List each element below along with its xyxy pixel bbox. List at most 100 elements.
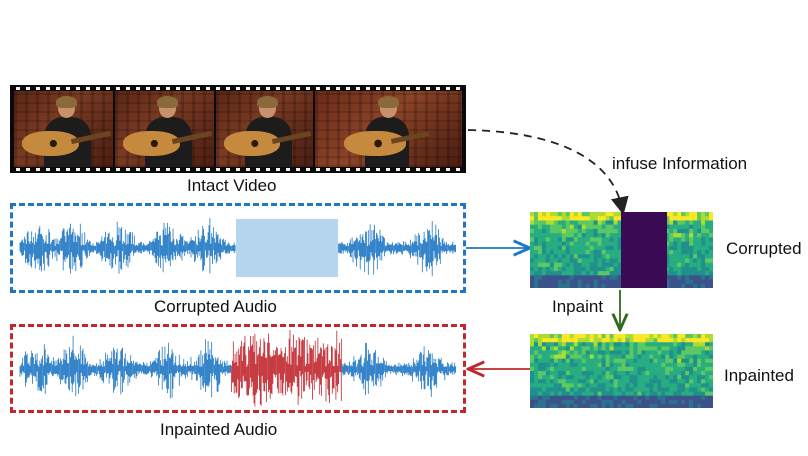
masked-audio-region: [236, 219, 338, 277]
film-perforation: [356, 168, 360, 171]
film-perforation: [396, 168, 400, 171]
film-perforation: [126, 168, 130, 171]
film-perforation: [316, 87, 320, 90]
film-perforation: [176, 168, 180, 171]
film-perforation: [166, 87, 170, 90]
film-perforation: [336, 168, 340, 171]
film-perforation: [236, 168, 240, 171]
spectrogram-masked-region: [621, 212, 667, 288]
inpainted-waveform-red: [231, 330, 342, 407]
film-perforation: [206, 87, 210, 90]
film-perforation: [306, 87, 310, 90]
film-perforation: [16, 168, 20, 171]
film-perforation: [396, 87, 400, 90]
film-perforation: [96, 87, 100, 90]
video-frame: [216, 91, 313, 167]
film-perforation: [306, 168, 310, 171]
film-perforation: [406, 87, 410, 90]
film-perforation: [66, 87, 70, 90]
film-perforation: [236, 87, 240, 90]
film-perforation: [146, 168, 150, 171]
video-frame: [14, 91, 113, 167]
film-perforation: [26, 87, 30, 90]
film-perforation: [416, 168, 420, 171]
film-perforation: [376, 168, 380, 171]
film-perforation: [46, 168, 50, 171]
film-perforation: [286, 168, 290, 171]
inpainted-spectrogram-label: Inpainted: [724, 366, 794, 385]
film-perforation: [246, 168, 250, 171]
film-perforation: [386, 168, 390, 171]
film-perforation: [56, 87, 60, 90]
film-perforation: [36, 168, 40, 171]
film-perforation: [446, 168, 450, 171]
film-perforation: [266, 168, 270, 171]
film-perforation: [356, 87, 360, 90]
film-perforation: [266, 87, 270, 90]
film-perforation: [86, 87, 90, 90]
corrupted-spectrogram: [530, 212, 713, 288]
film-perforation: [296, 168, 300, 171]
film-perforation: [26, 168, 30, 171]
film-perforation: [336, 87, 340, 90]
film-perforation: [196, 168, 200, 171]
dashed-infuse-arrow: [467, 129, 629, 216]
film-perforation: [186, 168, 190, 171]
film-perforation: [296, 87, 300, 90]
film-perforation: [406, 168, 410, 171]
film-perforation: [46, 87, 50, 90]
video-frame: [115, 91, 214, 167]
infuse-information-label: infuse Information: [612, 154, 748, 173]
film-perforation: [216, 87, 220, 90]
film-perforation: [116, 168, 120, 171]
corrupted-audio-caption: Corrupted Audio: [154, 297, 277, 316]
film-perforation: [206, 168, 210, 171]
film-perforation: [386, 87, 390, 90]
film-perforation: [316, 168, 320, 171]
film-perforation: [286, 87, 290, 90]
film-perforation: [136, 87, 140, 90]
film-perforation: [276, 87, 280, 90]
inpainted-spectrogram: [530, 334, 713, 408]
film-perforation: [436, 168, 440, 171]
film-perforation: [106, 168, 110, 171]
film-perforation: [446, 87, 450, 90]
film-perforation: [456, 87, 460, 90]
film-perforation: [56, 168, 60, 171]
video-frame: [315, 91, 462, 167]
film-perforation: [16, 87, 20, 90]
film-perforation: [366, 168, 370, 171]
corrupted-audio-waveform: [19, 218, 456, 277]
film-perforation: [256, 87, 260, 90]
film-perforation: [376, 87, 380, 90]
inpainted-audio-waveform: [19, 330, 456, 407]
film-perforation: [36, 87, 40, 90]
film-perforation: [216, 168, 220, 171]
film-perforation: [256, 168, 260, 171]
inpaint-label: Inpaint: [552, 297, 604, 316]
film-perforation: [156, 87, 160, 90]
film-perforation: [426, 87, 430, 90]
inpainted-audio-caption: Inpainted Audio: [160, 420, 278, 439]
inpainted-audio-box: [10, 324, 466, 413]
audio-waveform-blue: [19, 335, 456, 399]
film-perforation: [106, 87, 110, 90]
film-perforation: [346, 168, 350, 171]
film-perforation: [136, 168, 140, 171]
film-perforation: [146, 87, 150, 90]
film-perforation: [76, 87, 80, 90]
corrupted-spectrogram-label: Corrupted: [726, 239, 802, 258]
film-perforation: [66, 168, 70, 171]
film-perforation: [366, 87, 370, 90]
film-perforation: [76, 168, 80, 171]
film-perforation: [226, 168, 230, 171]
film-perforation: [426, 168, 430, 171]
film-perforation: [326, 168, 330, 171]
film-perforation: [166, 168, 170, 171]
film-perforation: [196, 87, 200, 90]
film-perforation: [116, 87, 120, 90]
film-perforation: [86, 168, 90, 171]
film-perforation: [176, 87, 180, 90]
